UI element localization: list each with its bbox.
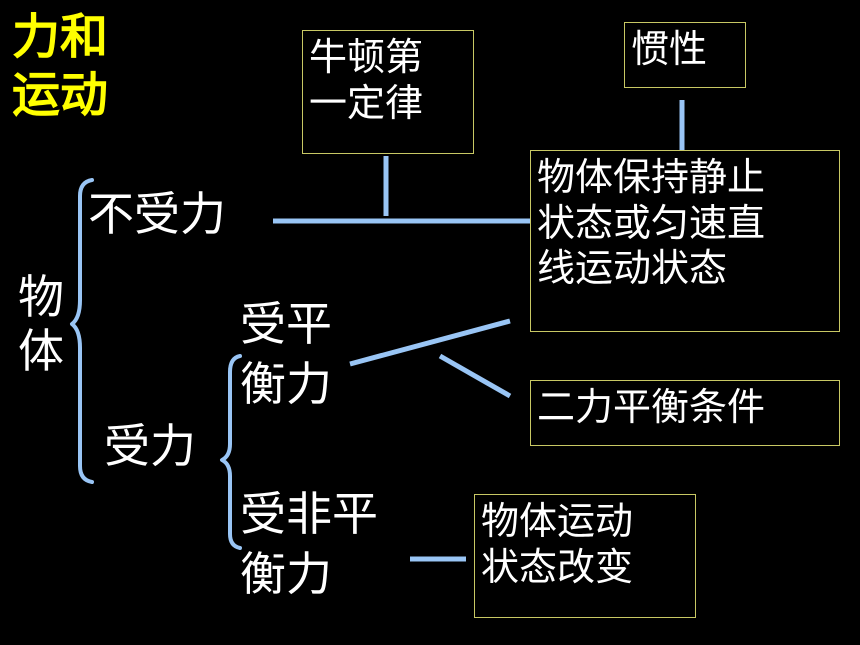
motion-state-box: 物体保持静止 状态或匀速直 线运动状态	[530, 150, 840, 332]
balanced-line-2: 衡力	[240, 357, 332, 411]
unbalanced-line-2: 衡力	[240, 547, 332, 601]
unbalanced-line-1: 受非平	[240, 487, 378, 541]
root-line-1: 物	[18, 270, 64, 324]
newton-line-2: 一定律	[309, 80, 424, 125]
force-brace	[220, 354, 242, 550]
force-label: 受力	[104, 419, 196, 473]
motion-change-box: 物体运动 状态改变	[474, 494, 696, 618]
state-line-1: 物体保持静止	[537, 155, 766, 199]
newton-line-1: 牛顿第	[309, 35, 424, 79]
newton-first-law-box: 牛顿第 一定律	[302, 30, 474, 154]
root-line-2: 体	[18, 324, 64, 378]
inertia-box: 惯性	[624, 22, 746, 88]
balanced-line-1: 受平	[240, 297, 332, 351]
change-line-2: 状态改变	[481, 544, 634, 589]
balanced-force-label: 受平 衡力	[240, 294, 332, 414]
page-title: 力和 运动	[12, 8, 108, 124]
root-brace	[70, 178, 94, 484]
change-line-1: 物体运动	[481, 499, 634, 543]
state-line-3: 线运动状态	[537, 246, 728, 291]
title-line-1: 力和	[12, 9, 109, 65]
no-force-label: 不受力	[88, 187, 226, 241]
title-line-2: 运动	[12, 67, 109, 123]
unbalanced-force-label: 受非平 衡力	[240, 484, 378, 604]
root-label: 物 体	[18, 270, 64, 378]
two-force-connector	[438, 353, 512, 399]
two-force-balance-box: 二力平衡条件	[530, 380, 840, 446]
balanced-connector	[349, 318, 511, 367]
state-line-2: 状态或匀速直	[537, 200, 766, 245]
